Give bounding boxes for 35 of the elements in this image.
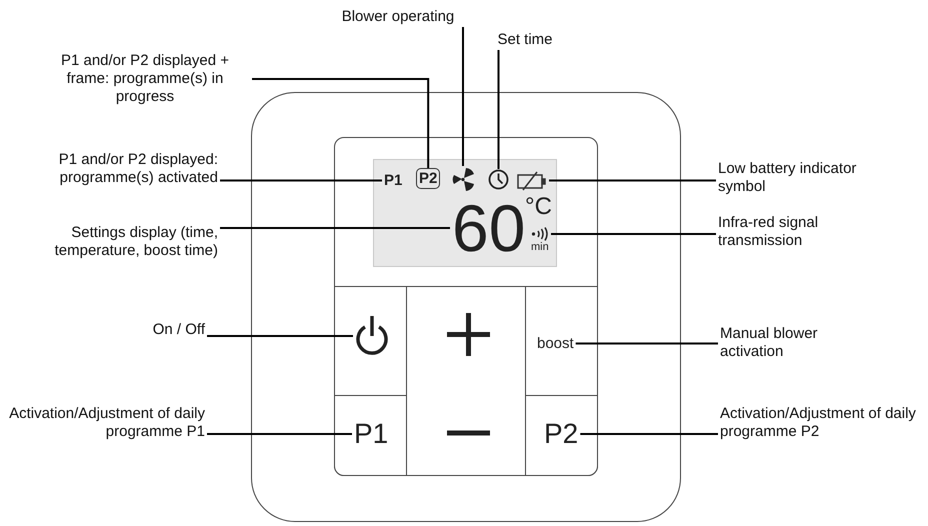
battery-icon [517, 171, 547, 190]
leader-line [498, 50, 500, 169]
display-symbol: P1 [384, 173, 402, 188]
signal-icon [531, 227, 549, 241]
fan-icon [450, 166, 476, 192]
leader-line [220, 227, 450, 229]
callout-text: P1 and/or P2 displayed: programme(s) activated [0, 151, 218, 187]
callout-text: On / Off [100, 321, 205, 339]
callout-text: Settings display (time, temperature, boost time) [0, 224, 218, 260]
unit-label: °C [525, 195, 552, 219]
unit-label: min [531, 242, 549, 253]
callout-text: Activation/Adjustment of daily programme P1 [5, 405, 205, 441]
callout-text: Infra-red signal transmission [718, 214, 848, 250]
leader-line [207, 335, 353, 337]
display-symbol: 60 [452, 195, 526, 261]
callout-text: Blower operating [318, 8, 478, 26]
framed-display-symbol: P2 [416, 168, 440, 189]
leader-line [252, 78, 430, 168]
callout-text: Low battery indicator symbol [718, 160, 858, 196]
key-label: boost [537, 336, 574, 351]
callout-text: P1 and/or P2 displayed + frame: programme(s) in progress [40, 52, 250, 106]
clock-icon [488, 169, 509, 190]
leader-line [207, 433, 352, 435]
leader-line [551, 233, 716, 235]
callout-text: Activation/Adjustment of daily programme P2 [720, 405, 920, 441]
key-label: P2 [544, 420, 578, 448]
leader-line [580, 433, 718, 435]
callout-text: Set time [480, 31, 570, 49]
leader-line [462, 27, 464, 166]
key-label: P1 [354, 420, 388, 448]
leader-line [220, 180, 382, 182]
callout-text: Manual blower activation [720, 325, 840, 361]
leader-line [549, 180, 716, 182]
leader-line [576, 342, 718, 344]
power-icon [355, 314, 389, 358]
